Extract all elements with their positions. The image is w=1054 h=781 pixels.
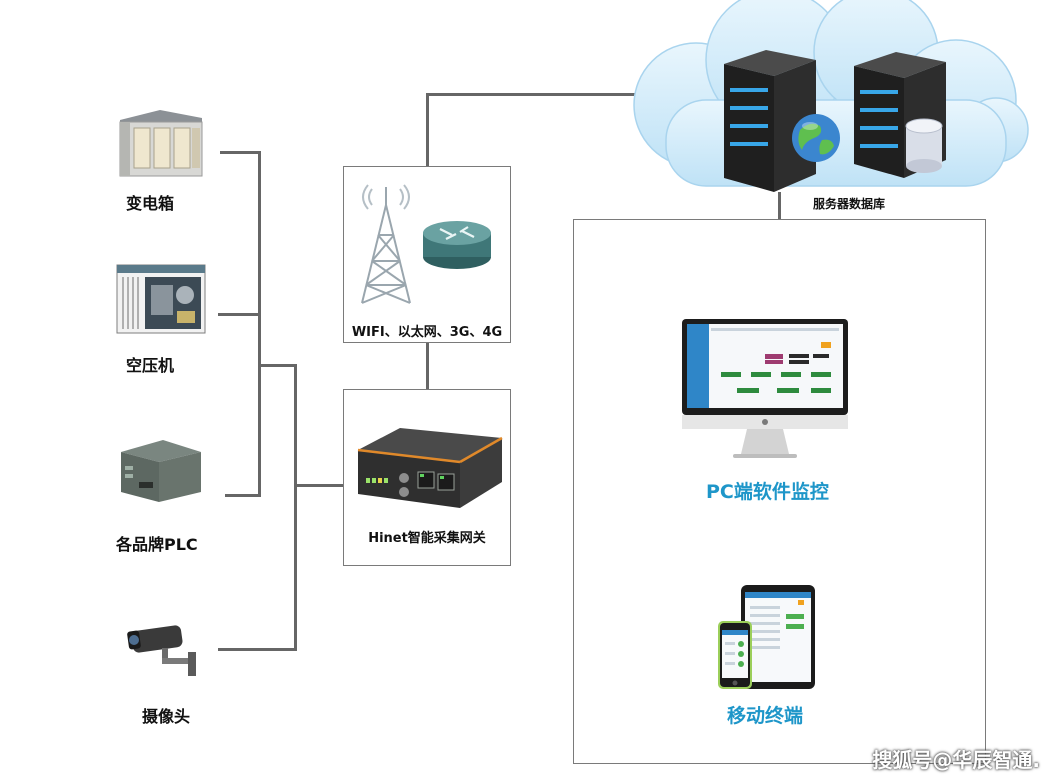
compressor-label: 空压机 (126, 356, 175, 375)
gateway-box: Hinet智能采集网关 (343, 389, 511, 566)
plc-label: 各品牌PLC (116, 535, 198, 554)
plc-icon (121, 440, 201, 502)
cloud-icon (633, 0, 1029, 187)
server-label: 服务器数据库 (813, 197, 886, 211)
line-network-server (426, 93, 636, 96)
camera-label: 摄像头 (142, 707, 191, 726)
line-to-gateway (294, 484, 344, 487)
line-camera (218, 648, 297, 651)
server-rack-icon (724, 50, 816, 192)
line-server-clients (778, 192, 781, 220)
globe-icon (792, 114, 840, 162)
transformer-icon (119, 110, 203, 177)
network-box: WIFI、以太网、3G、4G (343, 166, 511, 343)
plc-device (117, 438, 203, 506)
tablet-icon (741, 585, 815, 689)
phone-icon (718, 621, 752, 689)
transformer-device (112, 108, 208, 178)
network-label: WIFI、以太网、3G、4G (351, 325, 503, 340)
transformer-label: 变电箱 (126, 194, 175, 213)
watermark-text: 搜狐号@华辰智通. (872, 748, 1040, 772)
line-transformer (220, 151, 260, 154)
pc-monitor-icon (682, 319, 848, 458)
mobile-client-label: 移动终端 (727, 705, 804, 727)
bus-left (258, 151, 261, 497)
camera-icon (127, 625, 196, 676)
line-gateway-network (426, 343, 429, 390)
bus-right (294, 364, 297, 651)
pc-client-label: PC端软件监控 (706, 481, 829, 503)
air-compressor-icon (116, 264, 206, 334)
gateway-label: Hinet智能采集网关 (368, 531, 486, 546)
line-plc (225, 494, 260, 497)
database-icon (905, 118, 943, 173)
line-bus-join (258, 364, 297, 367)
camera-device (122, 618, 202, 682)
compressor-device (115, 263, 207, 335)
line-compressor (218, 313, 260, 316)
line-network-up (426, 93, 429, 167)
tower-icon (361, 184, 411, 304)
router-icon (423, 221, 491, 269)
gateway-icon (357, 428, 503, 508)
